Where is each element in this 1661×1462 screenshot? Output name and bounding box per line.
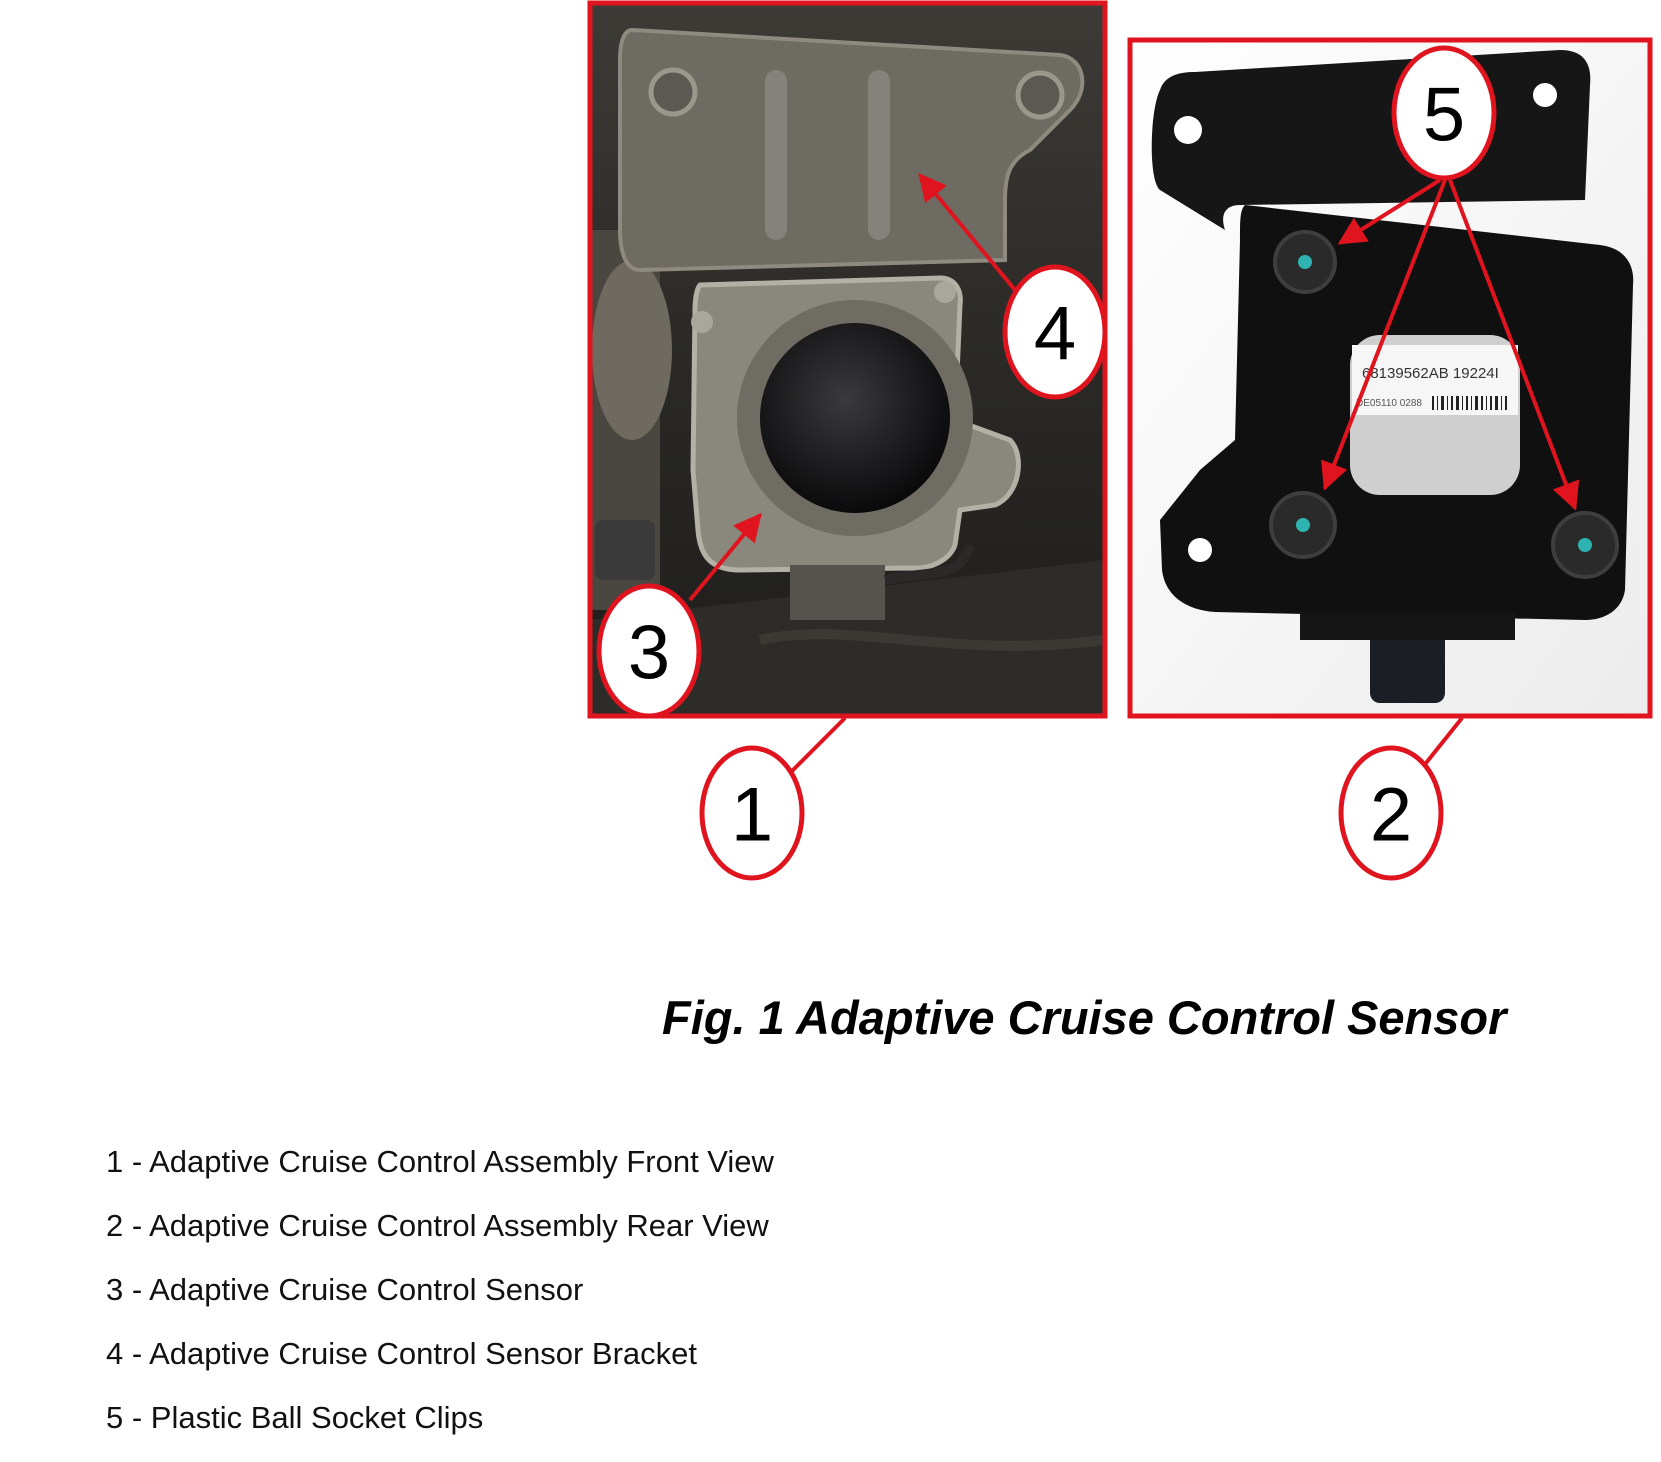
callout-5: 5 — [1391, 45, 1497, 181]
legend-item: 4 - Adaptive Cruise Control Sensor Brack… — [106, 1336, 697, 1371]
legend-item: 5 - Plastic Ball Socket Clips — [106, 1400, 484, 1435]
ball-socket-clip — [1273, 230, 1337, 294]
leader-lines — [688, 172, 1580, 775]
rear-view-photo: 68139562AB 19224I DE05110 0288 — [1130, 40, 1650, 716]
figure-caption: Fig. 1 Adaptive Cruise Control Sensor — [662, 991, 1507, 1044]
callout-2: 2 — [1338, 745, 1444, 881]
svg-text:5: 5 — [1423, 73, 1465, 158]
callout-1: 1 — [699, 745, 805, 881]
barcode — [1432, 396, 1507, 410]
rear-view-frame — [1127, 37, 1653, 719]
callout-3: 3 — [596, 583, 702, 719]
serial-text: DE05110 0288 — [1356, 398, 1422, 409]
front-view-photo — [590, 3, 1106, 716]
ball-socket-clip — [1269, 491, 1337, 559]
legend-item: 1 - Adaptive Cruise Control Assembly Fro… — [106, 1144, 774, 1179]
svg-text:1: 1 — [731, 773, 773, 858]
front-view-frame — [587, 0, 1108, 719]
callout-4: 4 — [1002, 264, 1108, 400]
svg-text:4: 4 — [1034, 292, 1076, 377]
part-number-text: 68139562AB 19224I — [1362, 365, 1499, 382]
legend-item: 3 - Adaptive Cruise Control Sensor — [106, 1272, 584, 1307]
svg-text:3: 3 — [628, 611, 670, 696]
svg-text:2: 2 — [1370, 773, 1412, 858]
ball-socket-clip — [1551, 511, 1619, 579]
parts-legend: 1 - Adaptive Cruise Control Assembly Fro… — [106, 1142, 774, 1462]
figure-illustration: 68139562AB 19224I DE05110 0288 — [587, 0, 1653, 881]
legend-item: 2 - Adaptive Cruise Control Assembly Rea… — [106, 1208, 769, 1243]
